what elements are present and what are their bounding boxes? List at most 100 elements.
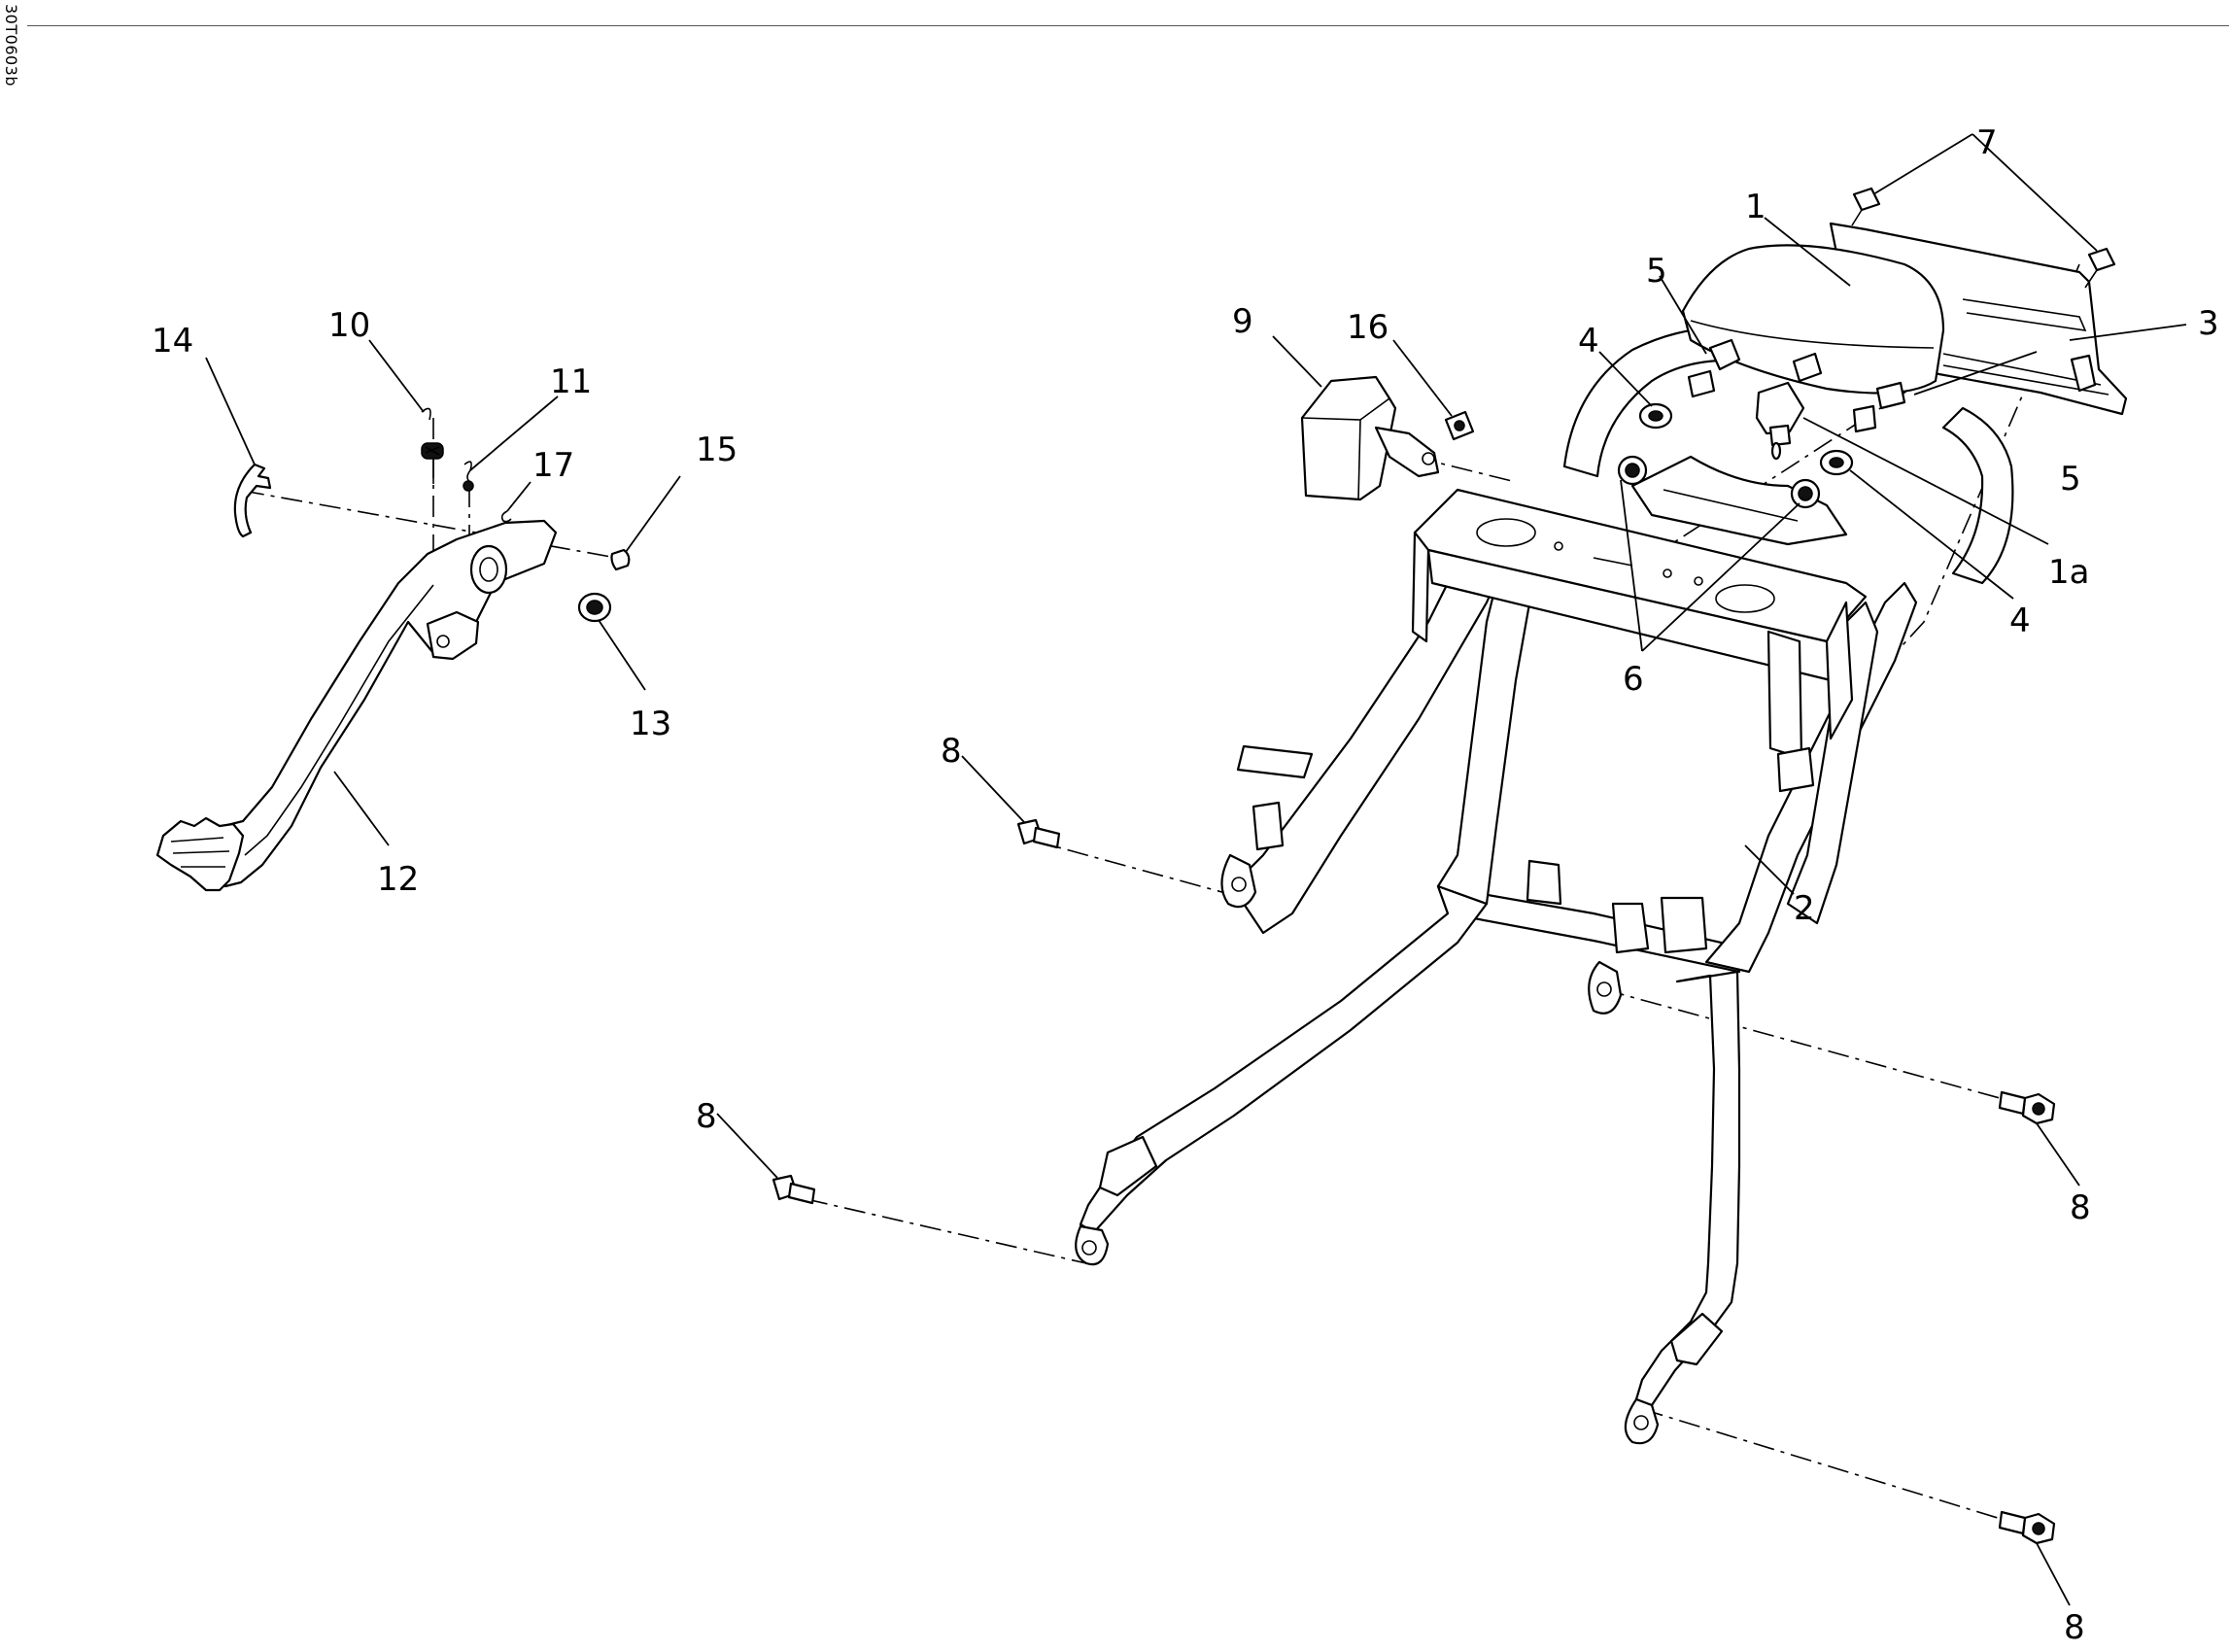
frame-left-lower-eye: [1075, 1224, 1110, 1266]
callout-8-lower-right: 8: [2064, 1608, 2085, 1647]
bolt-8-upper-left: [1016, 818, 1061, 849]
callout-16: 16: [1347, 308, 1389, 347]
retaining-clip: [233, 463, 272, 538]
return-spring: [421, 407, 444, 484]
drawing-id: 30T0603b: [2, 4, 20, 87]
frame-right-vertical-tube: [1786, 601, 1879, 925]
frame-plate-right-post: [1766, 630, 1803, 760]
pedal-foot-pad: [155, 816, 245, 892]
license-bracket-edge: [1663, 489, 1799, 522]
tail-light-housing: [1681, 244, 1945, 395]
plate-slot: [1593, 557, 1633, 567]
leader-2: [1744, 844, 1795, 895]
callout-7: 7: [1976, 123, 1998, 162]
screw-7-right: [2084, 247, 2116, 289]
leader-13: [598, 619, 646, 691]
fastener-centerline-left-lower: [806, 1198, 1087, 1264]
callout-3: 3: [2198, 304, 2219, 343]
callout-11: 11: [550, 362, 592, 401]
callout-15: 15: [696, 430, 737, 469]
leader-5a: [1659, 275, 1707, 355]
frame-right-lower-eye: [1624, 1397, 1660, 1445]
leader-14: [205, 357, 256, 465]
fender-edge-line-2: [1942, 353, 2102, 386]
leader-16: [1392, 339, 1453, 417]
right-upper-mount-eye: [1588, 960, 1623, 1015]
fastener-centerline-right-upper: [1602, 988, 2022, 1105]
frame-left-lower-leg: [1079, 884, 1489, 1234]
leader-1: [1764, 217, 1851, 287]
leader-11: [469, 396, 559, 471]
callout-17: 17: [532, 446, 574, 485]
top-rule: [27, 25, 2229, 26]
frame-left-leg-sleeve: [1098, 1135, 1158, 1197]
callout-5-upper: 5: [1646, 252, 1667, 291]
leader-6a: [1620, 479, 1643, 652]
leader-5b: [1913, 351, 2038, 396]
pedal-pad-serrations: [170, 837, 230, 868]
leader-4b: [1849, 469, 2014, 600]
frame-plate-left-flange: [1411, 531, 1430, 643]
brake-pedal-assembly: [155, 407, 631, 892]
bulb-socket-pin: [1770, 441, 1782, 461]
leader-7a: [1872, 133, 1973, 195]
bushing-bore: [586, 600, 603, 615]
tail-light-stud-right: [1852, 381, 1906, 433]
leader-6b: [1641, 502, 1800, 652]
bulb-socket: [1755, 381, 1805, 435]
frame-tag-plate: [1236, 744, 1314, 779]
small-spring: [463, 461, 474, 492]
callout-1: 1: [1745, 188, 1766, 226]
bolt-8-lower-left: [772, 1174, 816, 1205]
leader-10: [368, 339, 425, 413]
callout-4-upper: 4: [1578, 322, 1599, 361]
leader-8-upper-left: [961, 755, 1025, 823]
leader-15: [625, 475, 681, 553]
side-mount-bracket: [1776, 746, 1815, 793]
leader-8-lower-left: [716, 1113, 778, 1179]
pedal-edge-line: [244, 584, 434, 856]
leader-17: [506, 481, 532, 512]
bolt-8-upper-right: [1998, 1090, 2056, 1125]
bulb-socket-base: [1768, 424, 1792, 447]
pedal-spring-hole: [436, 635, 450, 648]
screw-16: [1444, 410, 1475, 441]
frame-upper-loop-right: [1941, 406, 2014, 585]
tail-light-stud-left: [1687, 338, 1741, 398]
tail-light-stud-center: [1792, 352, 1823, 383]
tail-light-lens-line: [1690, 320, 1935, 349]
leader-lines: [205, 133, 2187, 1606]
small-clip: [500, 510, 512, 523]
rear-frame-assembly: [772, 187, 2128, 1545]
pedal-pivot-boss: [469, 544, 508, 595]
callout-5-lower: 5: [2060, 460, 2081, 499]
license-bracket: [1630, 455, 1848, 546]
callout-13: 13: [630, 705, 671, 743]
brake-pedal-lever: [194, 519, 558, 888]
right-mount-bracket-a: [1611, 902, 1650, 954]
callout-labels: 14 10 11 17 15 13 12 9 16 1 5 4 5 1a 4 6…: [152, 123, 2219, 1647]
frame-right-leg-sleeve: [1669, 1312, 1724, 1366]
pedal-pivot-centerline: [242, 490, 623, 560]
callout-1a: 1a: [2048, 553, 2089, 592]
pivot-pin: [610, 548, 631, 571]
electrical-cover-tab: [1374, 426, 1440, 478]
electrical-cover-corner: [1357, 419, 1361, 500]
callout-9: 9: [1232, 302, 1253, 341]
electrical-cover: [1300, 375, 1397, 501]
callout-14: 14: [152, 322, 193, 361]
fender-slot: [1962, 298, 2087, 332]
leader-12: [333, 771, 390, 846]
bolt-8-lower-right: [1998, 1510, 2056, 1545]
callout-8-upper-right: 8: [2070, 1188, 2091, 1227]
leader-9: [1272, 335, 1322, 388]
center-mount-bracket: [1526, 859, 1562, 906]
callout-12: 12: [377, 860, 419, 899]
leader-4a: [1598, 351, 1653, 407]
callout-10: 10: [328, 306, 370, 345]
callout-8-lower-left: 8: [696, 1097, 717, 1136]
fastener-centerline-right-lower: [1641, 1408, 2024, 1527]
left-upper-mount-bracket: [1252, 801, 1285, 851]
plate-hole-right: [1715, 584, 1775, 613]
